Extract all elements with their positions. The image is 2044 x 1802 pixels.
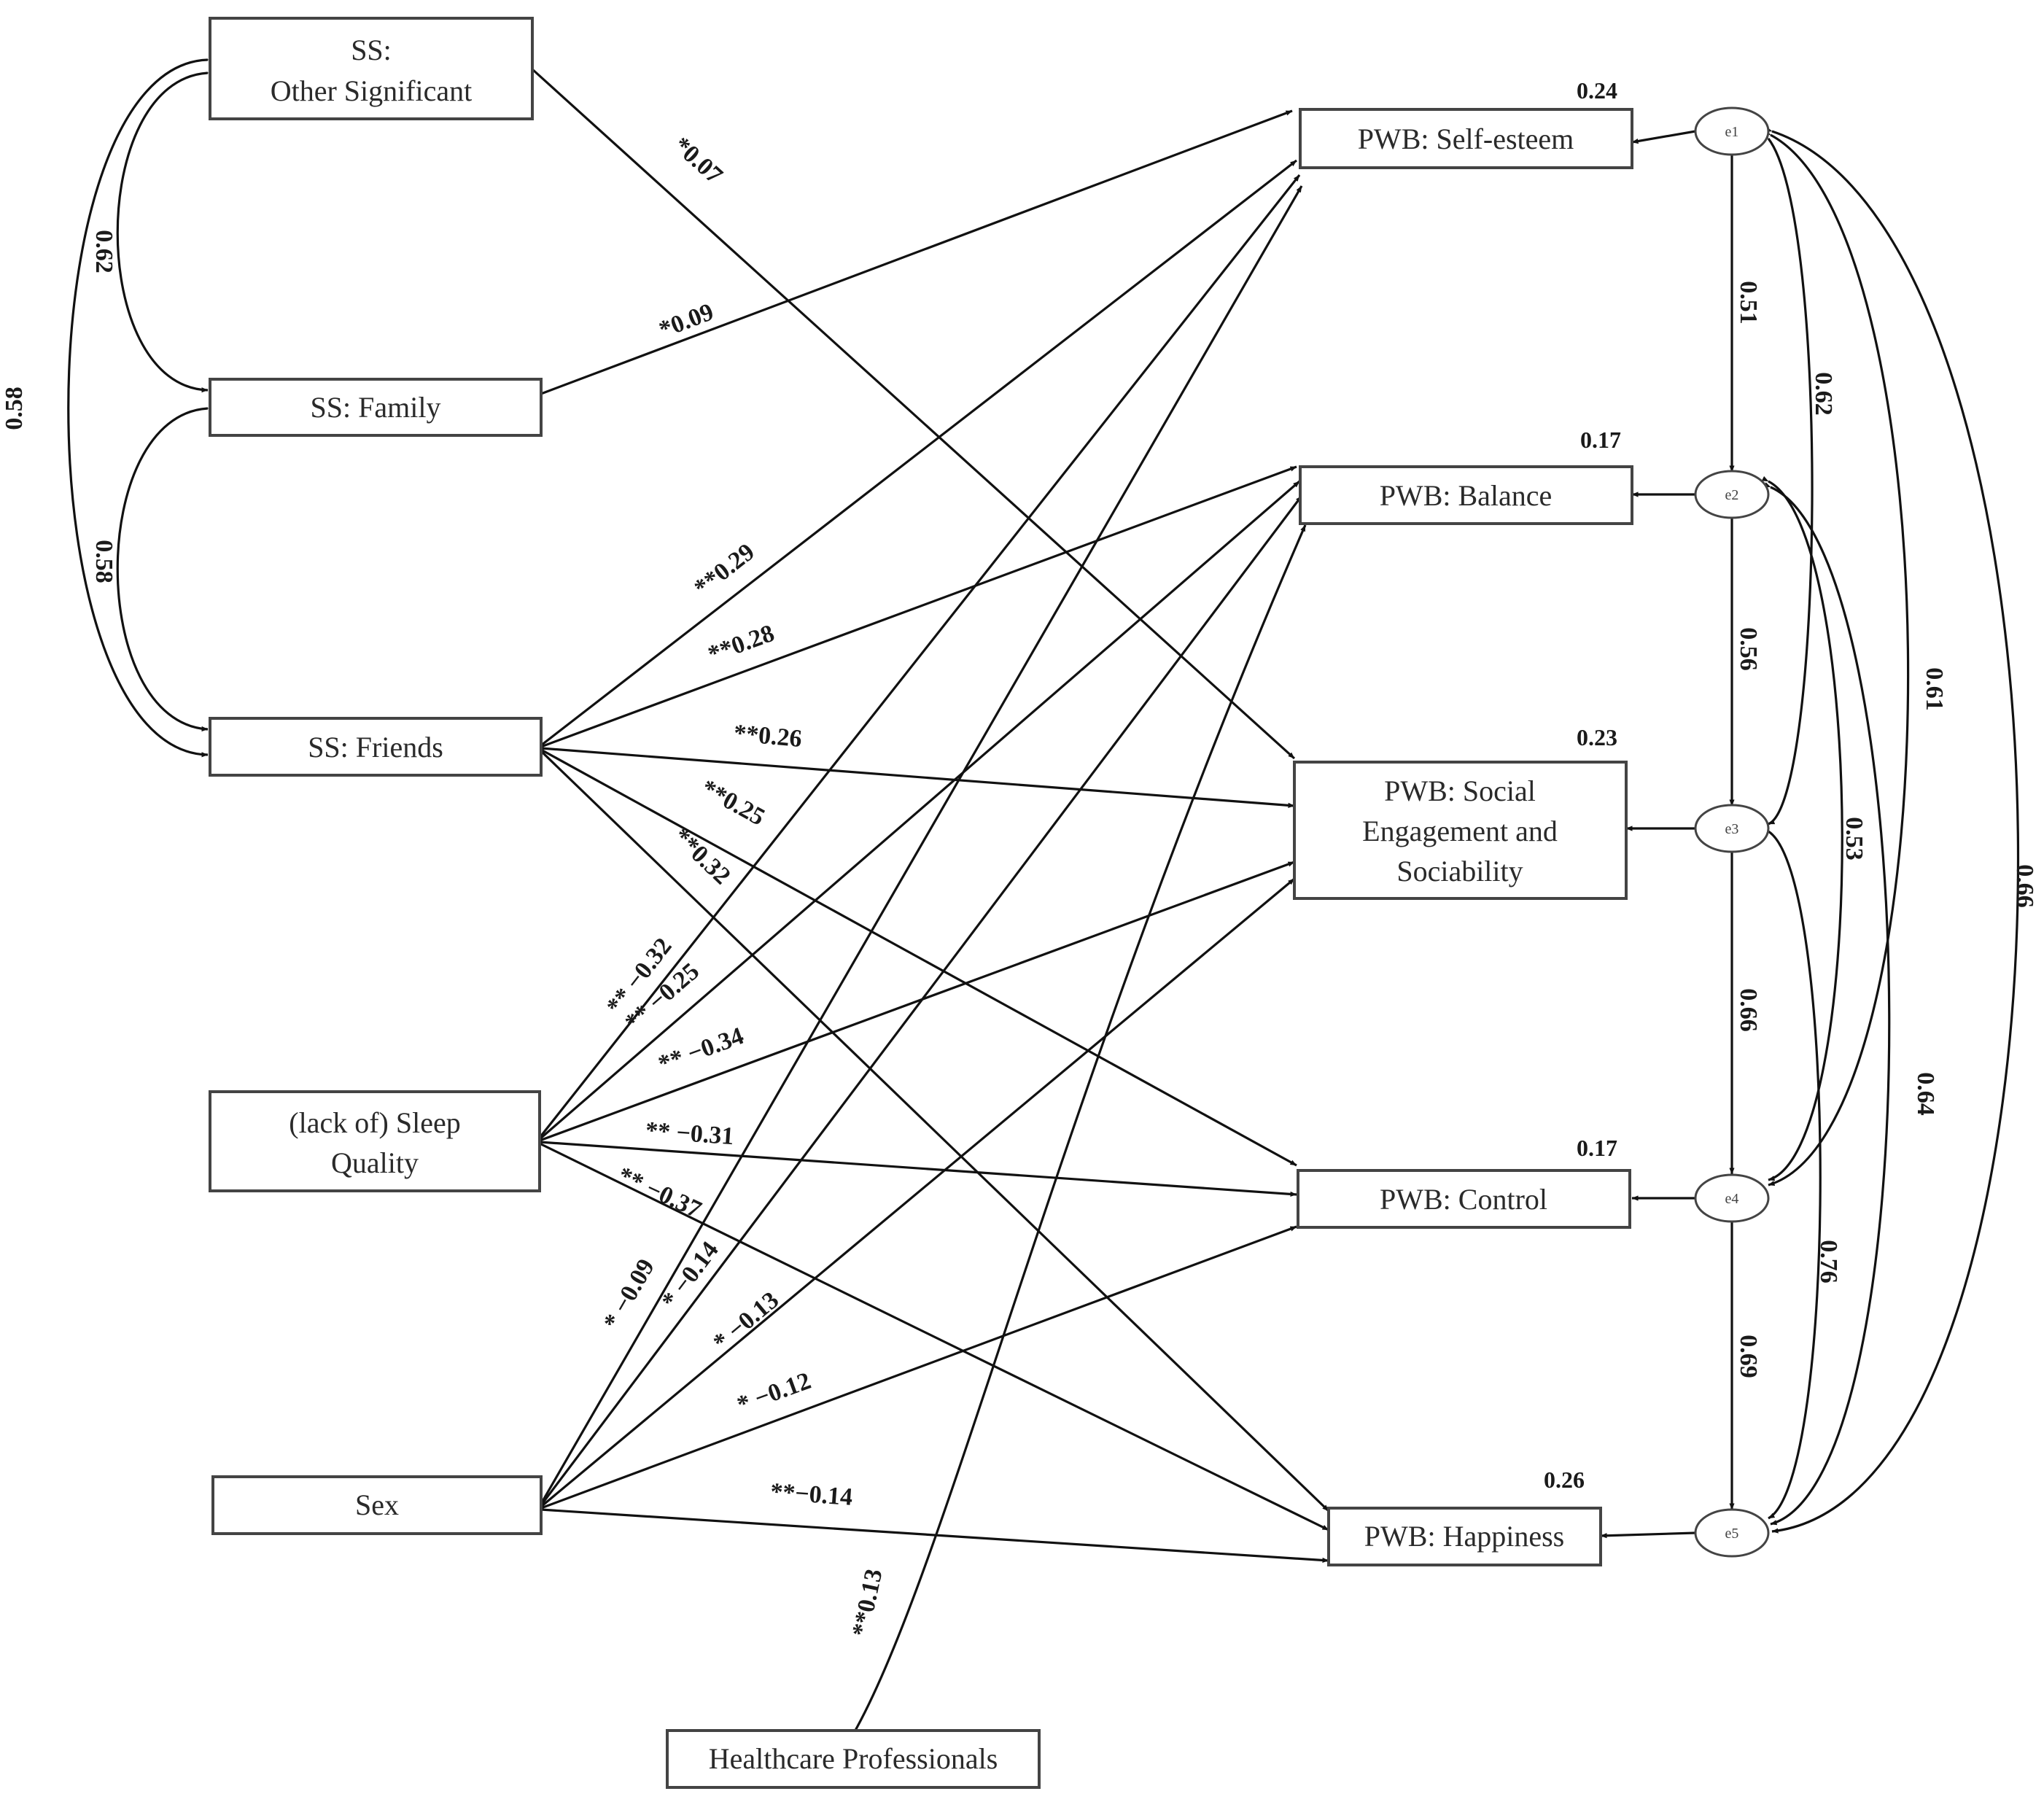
node-pwb-social-label-2: Engagement and [1362, 815, 1558, 847]
corr-e1-e3 [1762, 132, 1814, 826]
path-friends-control [540, 748, 1297, 1167]
error-e4 [1694, 1173, 1770, 1223]
error-e1-label: e1 [1725, 124, 1739, 140]
error-e4-label: e4 [1725, 1191, 1739, 1207]
path-healthcare-balance [852, 524, 1307, 1735]
corr-other-family [116, 69, 214, 393]
path-label-sex-social: * −0.13 [708, 1286, 784, 1356]
node-ss-other-label-1: SS: [351, 34, 392, 66]
path-label-healthcare-balance: **0.13 [847, 1566, 888, 1639]
node-ss-friends-label: SS: Friends [308, 731, 443, 764]
path-friends-balance [540, 465, 1297, 748]
node-healthcare [666, 1729, 1041, 1789]
corr-label-e1-e5: 0.66 [2011, 864, 2038, 908]
r2-happy: 0.26 [1544, 1467, 1585, 1493]
path-label-friends-balance: **0.28 [704, 620, 778, 669]
error-e2-label: e2 [1725, 487, 1739, 503]
r2-self: 0.24 [1577, 77, 1617, 104]
node-sleep-label-2: Quality [331, 1146, 419, 1179]
path-other-social [531, 68, 1296, 760]
corr-e2-e4 [1761, 475, 1843, 1181]
node-sex-label: Sex [355, 1488, 399, 1521]
corr-label-e3-e4: 0.66 [1735, 988, 1762, 1032]
node-ss-friends [209, 717, 543, 777]
path-sleep-self [538, 174, 1301, 1138]
corr-e3-e5 [1761, 826, 1822, 1520]
error-e1 [1694, 106, 1770, 156]
node-pwb-balance-label: PWB: Balance [1380, 479, 1553, 512]
corr-e2-e5 [1763, 482, 1891, 1526]
corr-label-e1-e2: 0.51 [1735, 281, 1762, 325]
path-friends-happy [540, 750, 1330, 1512]
corr-other-friends [67, 57, 214, 758]
node-pwb-control-label: PWB: Control [1380, 1183, 1547, 1216]
r2-social: 0.23 [1577, 724, 1617, 750]
corr-label-e4-e5: 0.69 [1735, 1335, 1762, 1378]
path-sex-self [540, 185, 1303, 1504]
corr-e1-e5 [1765, 126, 2020, 1534]
path-family-self [540, 109, 1293, 395]
path-label-sleep-control: ** −0.31 [645, 1117, 735, 1150]
path-sex-balance [540, 495, 1303, 1506]
path-label-friends-social: **0.26 [733, 720, 803, 753]
node-pwb-self-label: PWB: Self-esteem [1358, 123, 1574, 155]
path-label-other-social: *0.07 [668, 132, 728, 190]
path-sleep-happy [539, 1142, 1329, 1531]
node-ss-other [209, 17, 534, 120]
error-e3-label: e3 [1725, 821, 1739, 837]
e1-to-self [1631, 130, 1696, 144]
path-label-sex-self: * −0.09 [599, 1254, 660, 1334]
r2-balance: 0.17 [1580, 427, 1621, 453]
path-friends-social [540, 747, 1295, 808]
path-sleep-balance [538, 480, 1301, 1141]
error-e3 [1694, 804, 1770, 853]
corr-label-e3-e5: 0.76 [1815, 1240, 1842, 1283]
path-sex-social [540, 877, 1296, 1508]
path-sleep-social [539, 861, 1295, 1142]
error-e5 [1694, 1508, 1770, 1558]
corr-label-e1-e3: 0.62 [1810, 372, 1837, 416]
node-sleep [209, 1090, 541, 1192]
corr-family-friends [116, 405, 214, 732]
path-label-friends-self: **0.29 [689, 538, 759, 602]
node-ss-other-label-2: Other Significant [271, 74, 473, 107]
path-label-family-self: *0.09 [656, 298, 718, 343]
node-healthcare-label: Healthcare Professionals [709, 1742, 998, 1775]
node-sex [211, 1475, 543, 1535]
corr-label-family-friends: 0.58 [90, 540, 117, 583]
path-label-friends-happy: **0.32 [668, 823, 736, 890]
error-e2 [1694, 470, 1770, 519]
path-sleep-control [539, 1141, 1297, 1197]
corr-label-e2-e3: 0.56 [1735, 627, 1762, 671]
node-ss-family [209, 378, 543, 437]
path-friends-self [540, 159, 1297, 747]
corr-label-e2-e4: 0.53 [1841, 817, 1868, 861]
e5-to-happy [1600, 1531, 1696, 1539]
node-pwb-happy [1327, 1507, 1602, 1566]
corr-label-e2-e5: 0.64 [1912, 1072, 1939, 1116]
node-pwb-happy-label: PWB: Happiness [1364, 1520, 1564, 1553]
corr-label-e1-e4: 0.61 [1921, 667, 1948, 711]
node-ss-family-label: SS: Family [311, 391, 441, 424]
path-label-sex-happy: **−0.14 [769, 1478, 853, 1511]
path-label-friends-control: **0.25 [696, 774, 769, 831]
node-pwb-social [1293, 761, 1628, 900]
corr-label-other-family: 0.62 [90, 230, 117, 273]
path-sex-control [540, 1225, 1297, 1510]
node-pwb-social-label-1: PWB: Social [1384, 774, 1536, 807]
r2-control: 0.17 [1577, 1135, 1617, 1161]
node-pwb-self [1299, 108, 1633, 169]
node-sleep-label-1: (lack of) Sleep [289, 1106, 460, 1139]
path-label-sleep-happy: ** −0.37 [614, 1162, 706, 1224]
error-e5-label: e5 [1725, 1526, 1739, 1542]
corr-label-other-friends: 0.58 [1, 387, 28, 430]
corr-e1-e4 [1763, 129, 1910, 1187]
node-pwb-control [1297, 1169, 1631, 1229]
node-pwb-social-label-3: Sociability [1396, 855, 1523, 888]
node-pwb-balance [1299, 465, 1633, 525]
